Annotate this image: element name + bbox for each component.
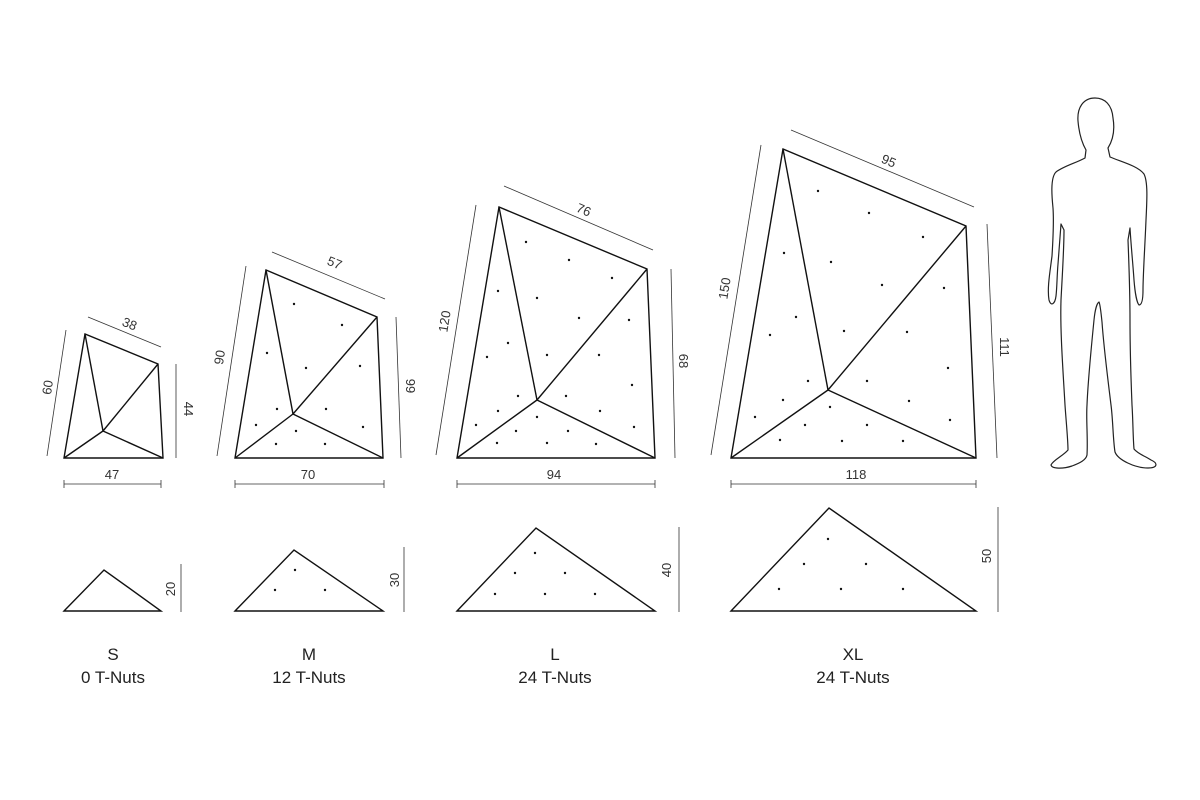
volume-xl-dimension-lines	[710, 129, 999, 612]
volume-m-front-view	[234, 269, 384, 459]
tnut-count-xl: 24 T-Nuts	[816, 668, 890, 687]
volume-m-top-dim: 57	[325, 253, 344, 272]
volume-xl-side-view	[729, 507, 979, 612]
volume-xl-bottom-dim: 118	[846, 467, 867, 482]
size-label-s: S	[107, 645, 119, 664]
volume-m-left-dim: 90	[211, 349, 228, 366]
volume-l-tnut-dots	[474, 240, 636, 446]
volume-m-side-view	[233, 549, 386, 612]
size-label-m: M	[301, 645, 317, 664]
volume-s-side-view	[62, 569, 164, 612]
volume-m-bottom-dim: 70	[301, 467, 315, 482]
volume-l-front-view	[456, 206, 656, 459]
volume-l-dimension-lines	[435, 185, 680, 612]
volume-xl-front-view	[730, 148, 977, 459]
size-label-l: L	[550, 645, 560, 664]
volume-l-right-dim: 68	[676, 354, 691, 368]
tnut-count-l: 24 T-Nuts	[518, 668, 592, 687]
size-label-xl: XL	[842, 645, 864, 664]
human-scale-silhouette	[1047, 97, 1157, 469]
volume-l-bottom-dim: 94	[547, 467, 561, 482]
volume-l-side-view	[455, 527, 658, 612]
tnut-count-m: 12 T-Nuts	[272, 668, 346, 687]
volume-l-left-dim: 120	[435, 309, 453, 333]
caption-s: S 0 T-Nuts	[23, 643, 203, 689]
volume-m-tnut-dots	[254, 302, 365, 446]
volume-m-dimension-lines	[216, 251, 405, 612]
tnut-count-s: 0 T-Nuts	[81, 668, 145, 687]
volume-xl-top-dim: 95	[879, 151, 898, 170]
caption-m: M 12 T-Nuts	[219, 643, 399, 689]
volume-s-dimension-lines	[46, 316, 182, 612]
volume-l-depth-dim: 40	[659, 563, 674, 577]
volume-l-side-dots	[493, 551, 597, 596]
volume-m-side-dots	[273, 568, 327, 592]
volume-s-front-view	[63, 333, 164, 459]
caption-xl: XL 24 T-Nuts	[763, 643, 943, 689]
volume-s-bottom-dim: 47	[105, 467, 119, 482]
volume-xl-depth-dim: 50	[979, 549, 994, 563]
volume-s-left-dim: 60	[39, 379, 56, 395]
volume-xl-side-dots	[777, 537, 905, 591]
volume-m-depth-dim: 30	[387, 573, 402, 587]
volume-l-top-dim: 76	[574, 200, 593, 219]
volume-xl-left-dim: 150	[715, 276, 733, 300]
volume-s-right-dim: 44	[181, 402, 196, 416]
volume-xl-tnut-dots	[753, 189, 952, 443]
volume-s-depth-dim: 20	[163, 582, 178, 596]
volume-s-top-dim: 38	[120, 314, 139, 333]
caption-l: L 24 T-Nuts	[465, 643, 645, 689]
volume-xl-right-dim: 111	[997, 337, 1012, 357]
volume-m-right-dim: 99	[403, 379, 418, 393]
